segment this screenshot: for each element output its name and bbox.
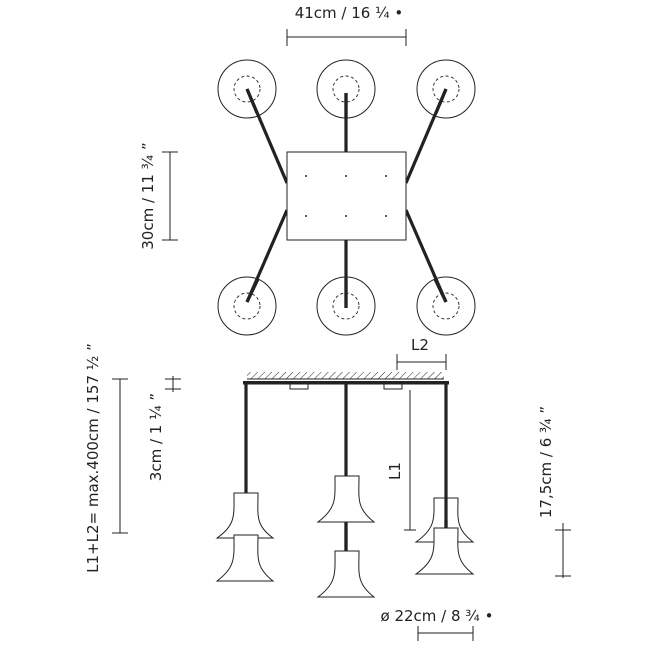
l1-label: L1 <box>386 462 404 480</box>
canopy-height-dimension-line <box>165 376 181 392</box>
lamp-height-label: 17,5cm / 6 ¾ ” <box>537 406 555 518</box>
lamp-diameter-label: ø 22cm / 8 ¾ • <box>381 607 494 625</box>
canopy-side-view <box>243 381 449 390</box>
l2-dimension-line <box>396 354 447 370</box>
lamp-side-center-upper <box>316 475 376 523</box>
lamp-side-right-lower <box>414 527 475 575</box>
canopy-top-view <box>286 151 407 241</box>
lamp-top-3 <box>416 59 476 119</box>
l2-label: L2 <box>411 336 429 354</box>
total-length-dimension-line <box>112 378 128 534</box>
side-view: L1+L2= max.400cm / 157 ½ ” 3cm / 1 ¼ ” L… <box>84 336 571 641</box>
top-width-dimension-line <box>286 29 407 46</box>
lamp-diameter-dimension-line <box>417 626 474 641</box>
canopy-height-label: 3cm / 1 ¼ ” <box>147 393 165 481</box>
lamp-side-left-upper <box>215 492 275 539</box>
top-width-label: 41cm / 16 ¼ • <box>295 4 404 22</box>
lamp-top-6 <box>416 276 476 336</box>
top-depth-dimension-line <box>162 151 178 241</box>
l1-dimension-line <box>404 390 416 531</box>
top-arm-ends <box>245 88 448 308</box>
lamp-height-dimension-line <box>555 523 571 578</box>
lamp-top-1 <box>217 59 277 119</box>
top-depth-label: 30cm / 11 ¾ ” <box>139 142 157 249</box>
ceiling-hatch <box>247 372 444 379</box>
total-length-label: L1+L2= max.400cm / 157 ½ ” <box>84 343 102 573</box>
top-view: 41cm / 16 ¼ • 30cm / 11 ¾ ” <box>139 4 476 336</box>
lamp-side-left-lower <box>215 534 275 582</box>
lamp-side-center-lower <box>316 550 376 598</box>
lamp-top-4 <box>217 276 277 336</box>
